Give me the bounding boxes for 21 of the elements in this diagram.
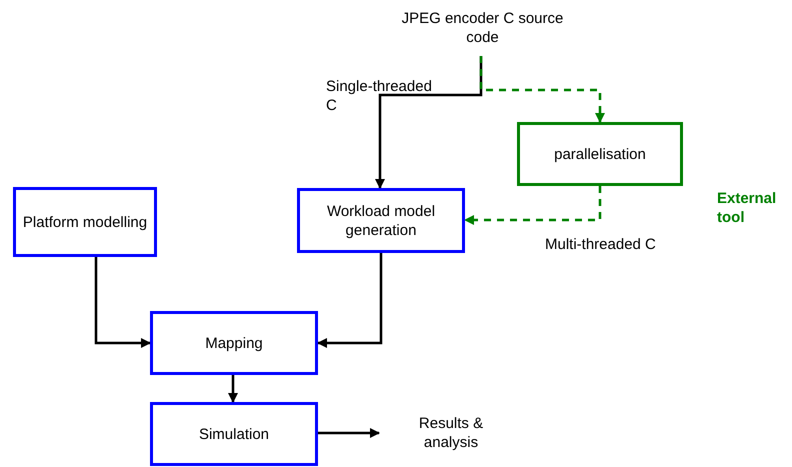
- edge-label: Single-threaded C: [326, 77, 433, 115]
- box-label: Platform modelling: [22, 212, 148, 232]
- arrow: [480, 56, 605, 123]
- arrow: [94, 257, 151, 348]
- process-box: [297, 188, 465, 253]
- note-label: External tool: [717, 189, 778, 227]
- process-box: [150, 402, 318, 466]
- box-label: Simulation: [198, 424, 270, 444]
- text-label: Results & analysis: [418, 414, 484, 452]
- arrow: [228, 375, 238, 403]
- edge-label: Multi-threaded C: [545, 235, 657, 254]
- process-box: [150, 311, 318, 375]
- box-label: Workload model generation: [326, 202, 436, 240]
- arrow: [317, 253, 382, 348]
- box-label: Mapping: [205, 334, 263, 352]
- arrow: [318, 428, 380, 438]
- process-box: [13, 187, 157, 257]
- box-label: parallelisation: [554, 144, 646, 164]
- arrow: [464, 186, 602, 225]
- text-label: JPEG encoder C source code: [400, 9, 564, 47]
- process-box: [517, 122, 683, 186]
